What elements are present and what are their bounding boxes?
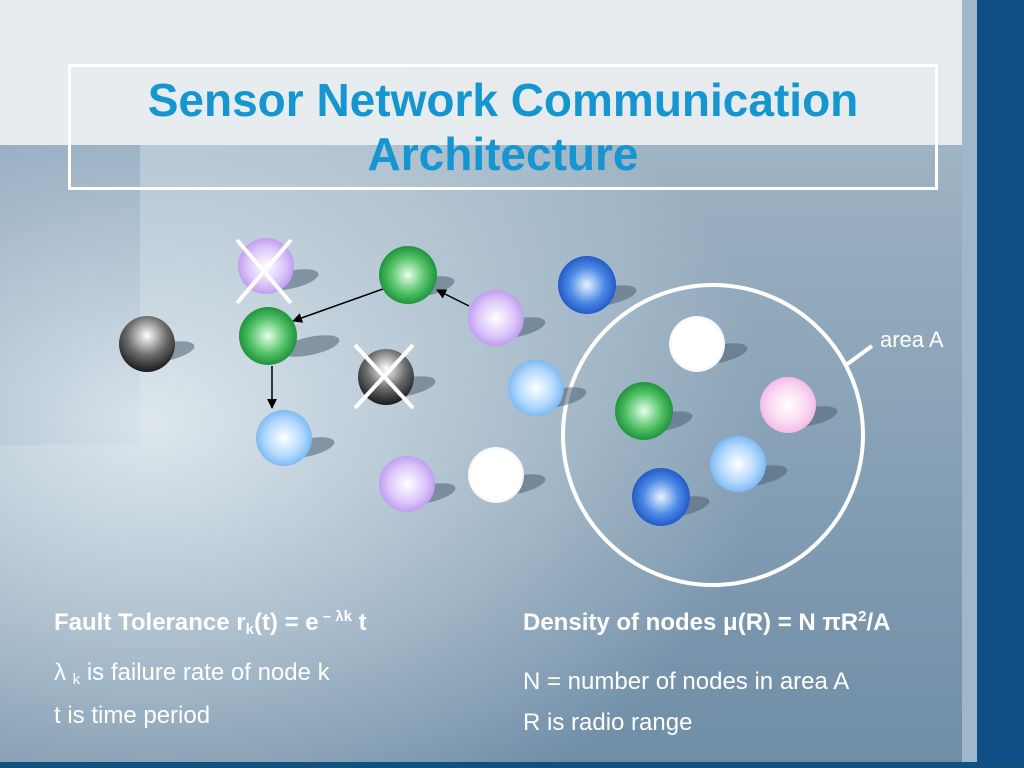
arrow-green-to-green <box>292 288 384 323</box>
node-blue <box>632 468 690 526</box>
node-lightblue <box>508 360 564 416</box>
node-green <box>239 307 297 365</box>
area-a-circle <box>561 283 865 587</box>
failure-rate-definition: λ k is failure rate of node k <box>54 659 330 688</box>
node-green <box>379 246 437 304</box>
node-lavender <box>379 456 435 512</box>
time-period-definition: t is time period <box>54 702 211 729</box>
radio-range-definition: R is radio range <box>523 709 693 736</box>
failed-node-cross-mark <box>353 343 415 410</box>
node-lightblue <box>256 410 312 466</box>
node-blue <box>558 256 616 314</box>
title-frame: Sensor Network Communication Architectur… <box>68 64 938 190</box>
arrow-lavender-to-green <box>436 289 470 307</box>
node-count-definition: N = number of nodes in area A <box>523 668 850 695</box>
node-lavender <box>468 290 524 346</box>
title-line-2: Architecture <box>367 128 639 180</box>
title-line-1: Sensor Network Communication <box>147 74 859 126</box>
node-black <box>119 316 175 372</box>
node-density-formula: Density of nodes μ(R) = N πR2/A <box>523 608 891 636</box>
node-pink <box>760 377 816 433</box>
node-lightblue <box>710 436 766 492</box>
fault-tolerance-formula: Fault Tolerance rk(t) = e – λk t <box>54 608 367 638</box>
slide-title: Sensor Network Communication Architectur… <box>148 73 859 181</box>
node-green <box>615 382 673 440</box>
area-a-pointer <box>844 344 874 367</box>
node-white <box>669 316 725 372</box>
area-a-label: area A <box>880 327 944 352</box>
node-white <box>468 447 524 503</box>
failed-node-cross-mark <box>235 238 293 305</box>
